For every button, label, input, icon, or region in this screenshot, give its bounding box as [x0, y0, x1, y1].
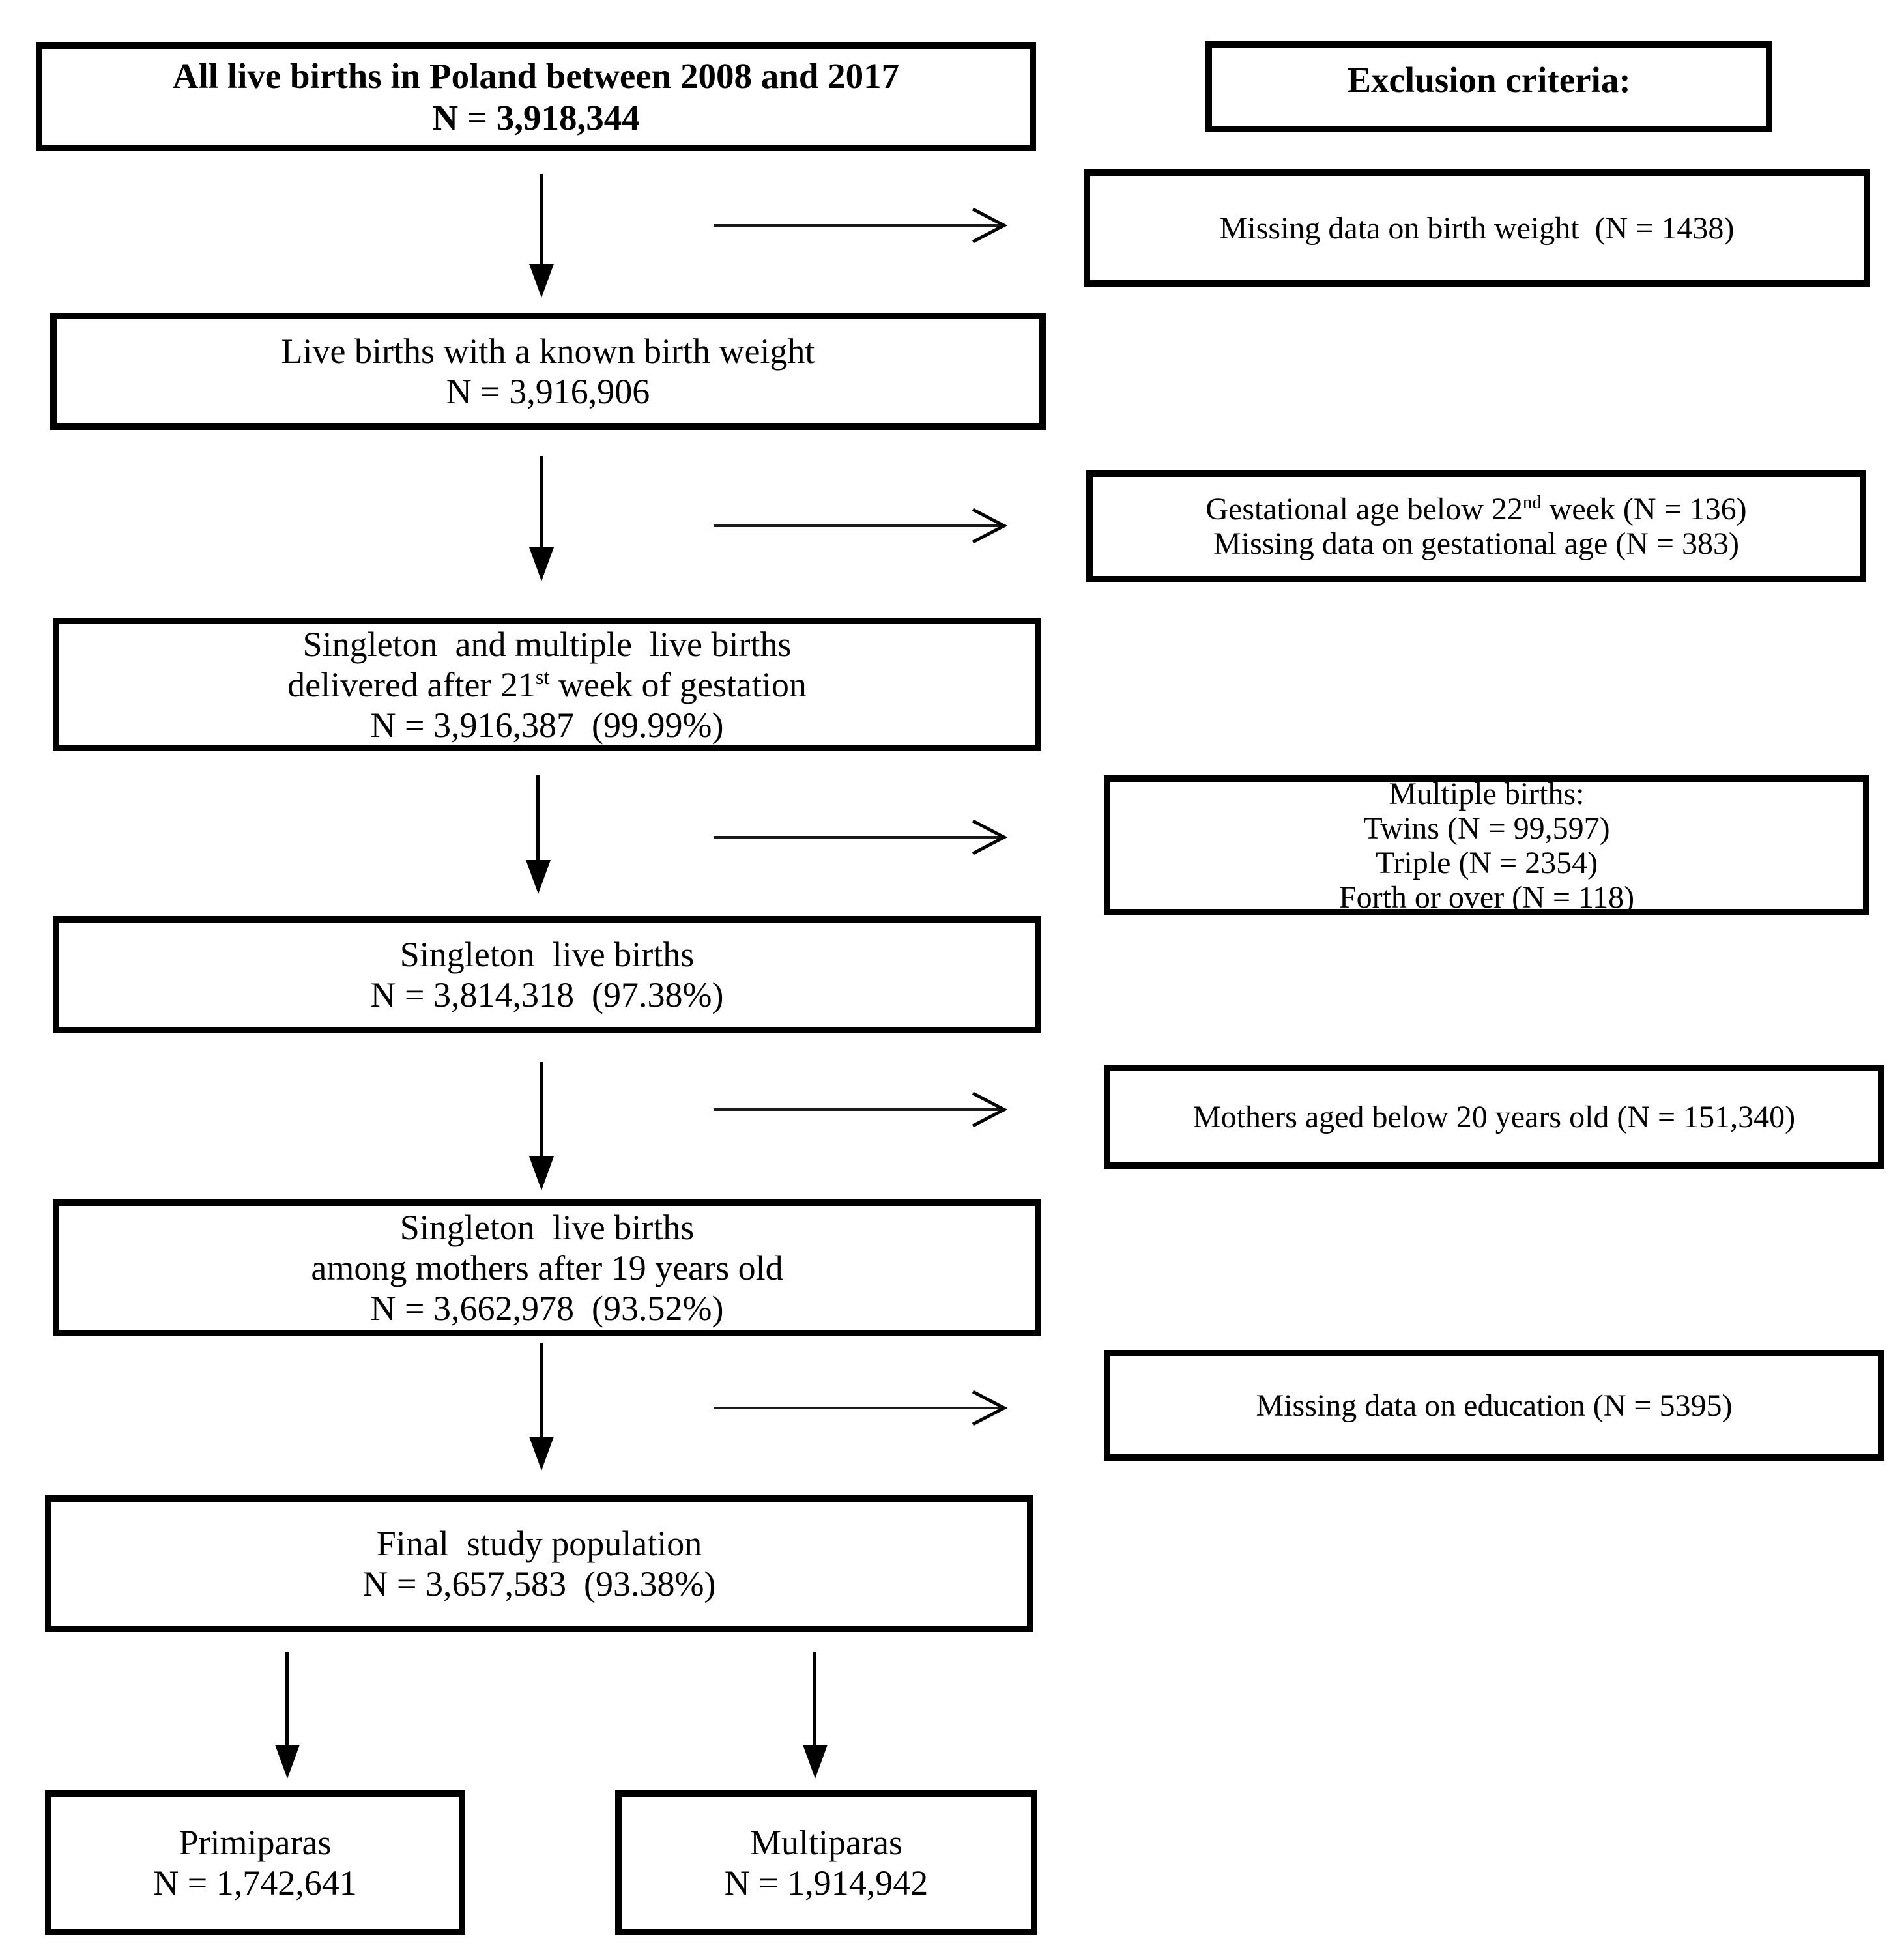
box-text-line: Missing data on education (N = 5395): [1256, 1388, 1733, 1423]
arrow-right-icon: [714, 207, 1008, 244]
box-text-line: N = 3,918,344: [432, 97, 640, 137]
ordinal-superscript: st: [535, 665, 550, 689]
exclusion-box-missing-education: Missing data on education (N = 5395): [1104, 1350, 1884, 1461]
box-text-line: Mothers aged below 20 years old (N = 151…: [1192, 1099, 1796, 1134]
flow-box-known-birth-weight: Live births with a known birth weight N …: [50, 313, 1046, 430]
box-text-line: delivered after 21st week of gestation: [287, 665, 807, 705]
box-text-line: Missing data on gestational age (N = 383…: [1213, 526, 1739, 561]
box-text-line: N = 3,657,583 (93.38%): [362, 1564, 716, 1603]
arrow-right-icon: [714, 508, 1008, 544]
box-text-line: All live births in Poland between 2008 a…: [172, 55, 900, 96]
exclusion-box-gestational-age: Gestational age below 22nd week (N = 136…: [1086, 470, 1866, 582]
arrow-down-icon: [285, 1652, 289, 1746]
arrow-down-icon: [536, 775, 540, 861]
box-text-line: N = 3,662,978 (93.52%): [370, 1289, 724, 1328]
exclusion-header-title: Exclusion criteria:: [1347, 60, 1631, 100]
box-text-segment: delivered after 21: [287, 665, 536, 704]
arrow-right-icon: [714, 1091, 1008, 1128]
arrow-down-icon: [540, 456, 543, 549]
box-text-line: among mothers after 19 years old: [311, 1248, 783, 1287]
flow-box-all-live-births: All live births in Poland between 2008 a…: [36, 42, 1036, 151]
box-text-line: Multiparas: [750, 1823, 902, 1862]
box-text-segment: week of gestation: [549, 665, 807, 704]
flow-box-final-study-population: Final study population N = 3,657,583 (93…: [45, 1495, 1033, 1632]
arrow-down-icon: [540, 1343, 543, 1438]
box-text-line: Singleton live births: [399, 1208, 695, 1247]
box-text-line: Triple (N = 2354): [1375, 845, 1598, 880]
exclusion-box-multiple-births: Multiple births: Twins (N = 99,597) Trip…: [1104, 775, 1869, 915]
flow-box-multiparas: Multiparas N = 1,914,942: [615, 1790, 1037, 1935]
exclusion-criteria-header-box: Exclusion criteria:: [1205, 41, 1772, 132]
box-text-line: N = 3,916,387 (99.99%): [370, 705, 724, 745]
box-text-line: Gestational age below 22nd week (N = 136…: [1205, 492, 1746, 526]
box-text-line: N = 1,742,641: [153, 1863, 357, 1902]
flow-box-singleton-and-multiple: Singleton and multiple live births deliv…: [53, 618, 1041, 751]
flow-box-singleton-live-births: Singleton live births N = 3,814,318 (97.…: [53, 916, 1041, 1033]
box-text-line: Forth or over (N = 118): [1338, 880, 1635, 915]
box-text-line: N = 3,916,906: [446, 372, 650, 411]
box-text-line: Singleton live births: [399, 935, 695, 974]
box-text-line: Final study population: [376, 1524, 702, 1563]
box-text-line: N = 3,814,318 (97.38%): [370, 975, 724, 1014]
arrow-down-icon: [540, 1062, 543, 1158]
arrow-down-icon: [540, 174, 543, 265]
box-text-line: Missing data on birth weight (N = 1438): [1219, 210, 1735, 246]
box-text-line: Primiparas: [179, 1823, 332, 1862]
arrow-right-icon: [714, 819, 1008, 855]
arrow-down-icon: [813, 1652, 816, 1746]
box-text-segment: week (N = 136): [1541, 492, 1747, 526]
exclusion-box-mothers-below-20: Mothers aged below 20 years old (N = 151…: [1104, 1065, 1884, 1169]
box-text-segment: Gestational age below 22: [1205, 492, 1523, 526]
box-text-line: Live births with a known birth weight: [281, 332, 815, 371]
ordinal-superscript: nd: [1522, 492, 1542, 513]
box-text-line: Singleton and multiple live births: [302, 624, 792, 664]
flow-box-primiparas: Primiparas N = 1,742,641: [45, 1790, 465, 1935]
flow-box-mothers-after-19: Singleton live births among mothers afte…: [53, 1199, 1041, 1336]
box-text-line: Multiple births:: [1389, 776, 1585, 811]
box-text-line: Twins (N = 99,597): [1363, 811, 1610, 846]
exclusion-box-missing-birth-weight: Missing data on birth weight (N = 1438): [1084, 169, 1870, 287]
box-text-line: N = 1,914,942: [724, 1863, 929, 1902]
arrow-right-icon: [714, 1390, 1008, 1426]
